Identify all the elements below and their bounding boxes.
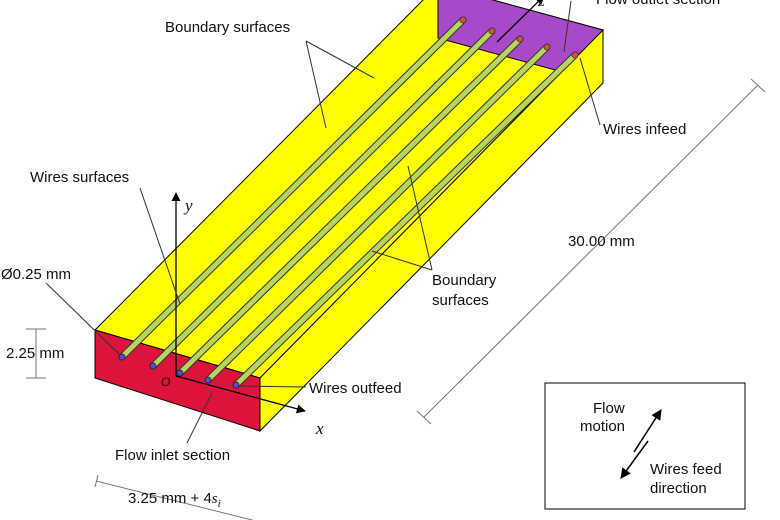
wires-outfeed-label: Wires outfeed: [309, 380, 402, 397]
boundary-surfaces-right-label-2: surfaces: [432, 292, 489, 309]
legend-flow-line2: motion: [580, 418, 625, 435]
wire-ends-outlet: [459, 16, 579, 59]
flow-outlet-label: Flow outlet section: [596, 0, 720, 8]
dimension-lines: [26, 78, 766, 520]
inlet-section-face: [94, 329, 261, 432]
legend-flow-line1: Flow: [593, 400, 625, 417]
leader-lines: [45, 0, 601, 444]
diameter-label: Ø0.25 mm: [1, 266, 71, 283]
wires-feed-arrow: [620, 440, 649, 479]
flow-motion-arrow: [633, 409, 662, 453]
z-axis: [496, 0, 545, 43]
x-axis: [175, 375, 306, 414]
wire-ends-inlet: [118, 353, 240, 389]
flow-inlet-label: Flow inlet section: [115, 447, 230, 464]
length-label: 30.00 mm: [568, 233, 635, 250]
z-axis-label: z: [537, 0, 545, 10]
y-axis-label: y: [183, 196, 193, 215]
boundary-surfaces-top-label: Boundary surfaces: [165, 19, 290, 36]
x-axis-label: x: [315, 419, 324, 438]
legend: Flow motion Wires feed direction: [544, 382, 746, 510]
wires: [118, 16, 579, 389]
width-label: 3.25 mm + 4si: [128, 490, 221, 510]
coordinate-axes: [171, 0, 545, 414]
height-label: 2.25 mm: [6, 345, 64, 362]
legend-feed-line1: Wires feed: [650, 461, 722, 478]
wires-surfaces-label: Wires surfaces: [30, 169, 129, 186]
origin-label: O: [161, 375, 170, 389]
legend-feed-line2: direction: [650, 480, 707, 497]
boundary-surfaces-right-label-1: Boundary: [432, 272, 497, 289]
wires-infeed-label: Wires infeed: [603, 121, 686, 138]
